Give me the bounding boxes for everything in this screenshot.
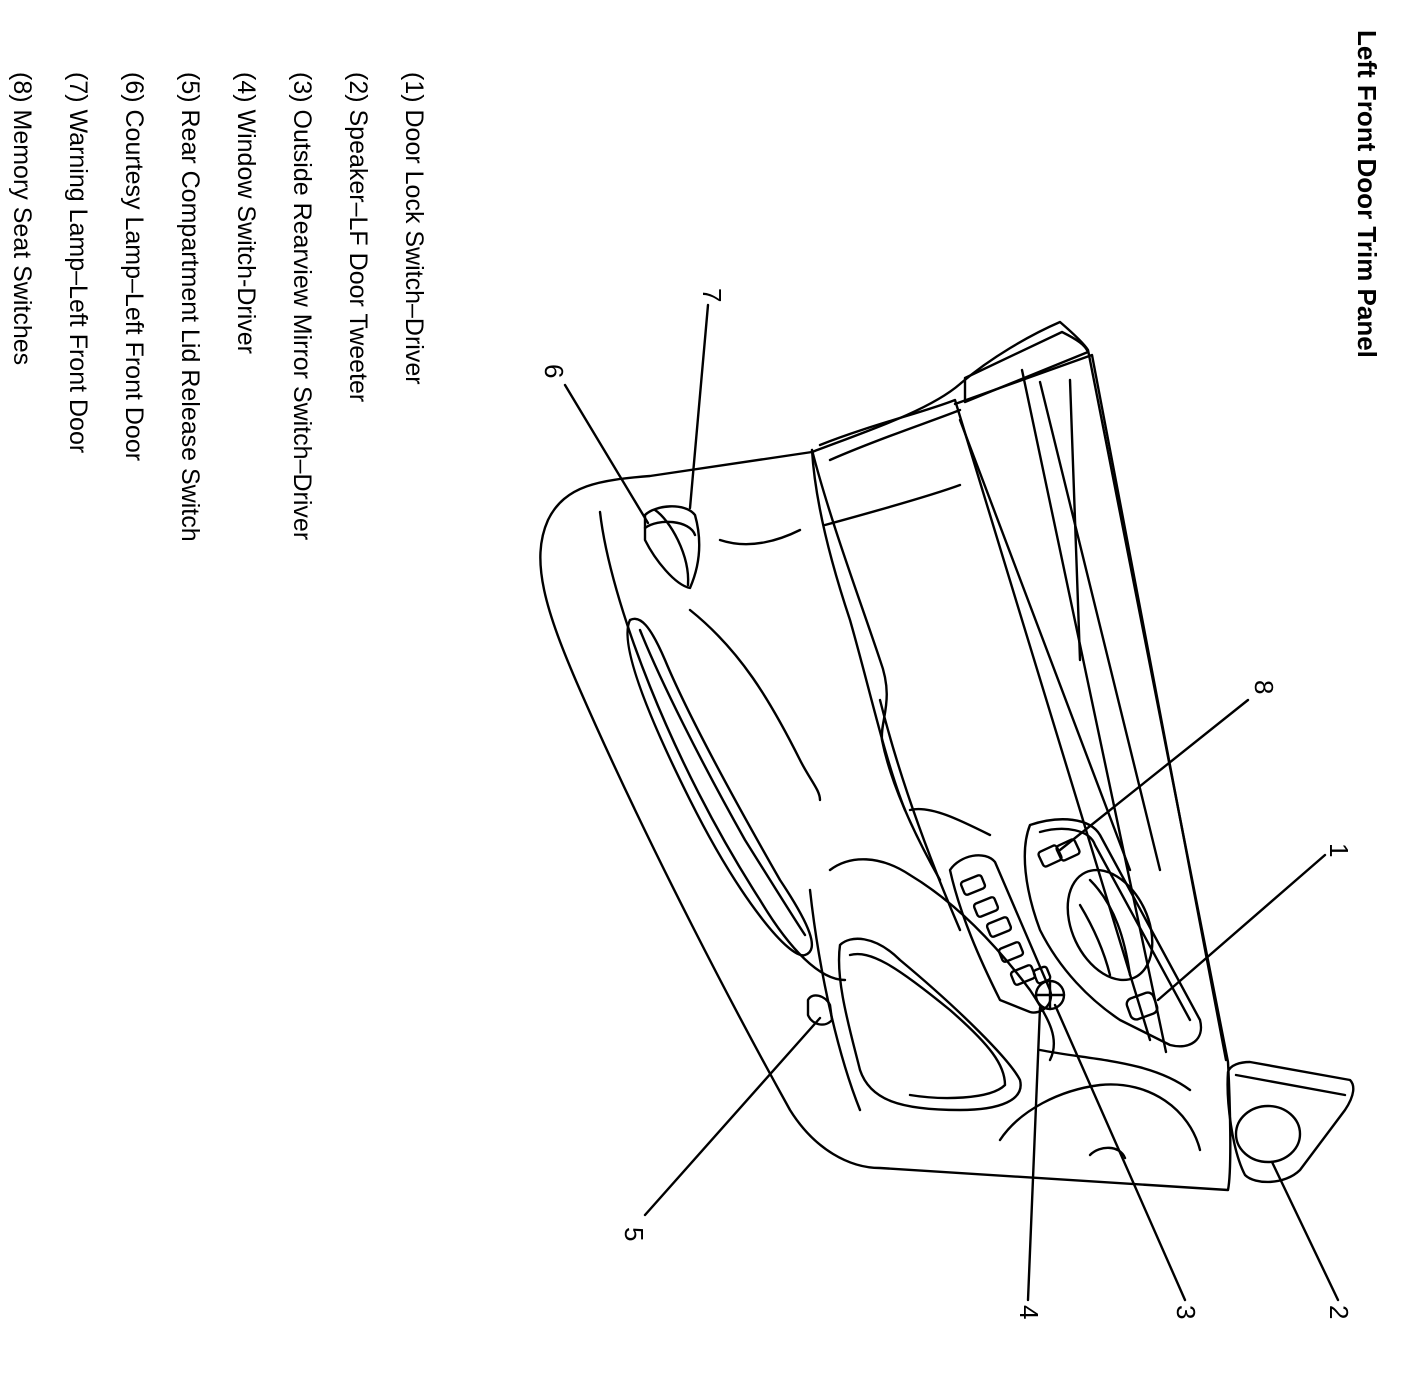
callout-8: 8 [1249,680,1279,694]
callout-7: 7 [697,288,727,302]
callout-4: 4 [1014,1305,1044,1319]
callout-1: 1 [1324,843,1354,857]
callout-2: 2 [1324,1305,1354,1319]
callout-5: 5 [619,1227,649,1241]
callout-6: 6 [539,364,569,378]
callout-3: 3 [1171,1305,1201,1319]
